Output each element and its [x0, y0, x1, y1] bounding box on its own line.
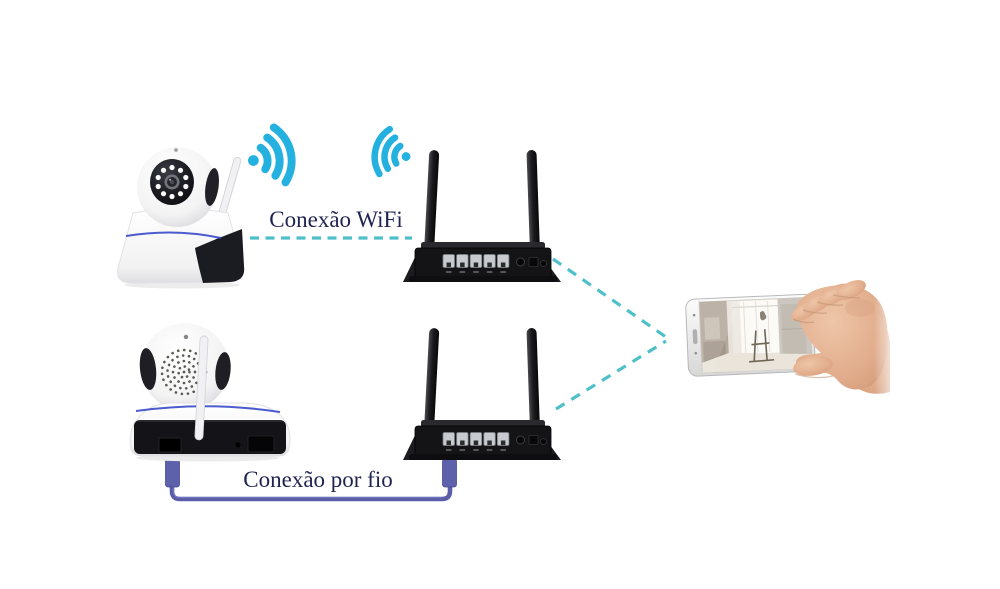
camera-trim-line: [135, 405, 281, 413]
camera-body-dark-wedge: [195, 229, 245, 283]
reset-hole: [235, 442, 241, 448]
thumb: [793, 356, 833, 376]
power-port: [247, 435, 275, 453]
camera-side-slot-right: [215, 352, 231, 390]
finger-creases: [792, 294, 861, 379]
wired-connection-label: Conexão por fio: [243, 467, 392, 492]
ethernet-cable: [169, 484, 453, 502]
screen-room-view: [699, 297, 813, 373]
camera-lens: [164, 174, 180, 190]
chair-silhouette: [749, 329, 775, 363]
ip-camera-rear: [129, 323, 291, 462]
phone-screen: [699, 296, 813, 374]
camera-trim-line: [125, 231, 222, 239]
wifi-router-top: [402, 149, 562, 283]
camera-antenna: [194, 335, 209, 441]
hand-fade: [874, 283, 902, 401]
router-bottom-to-phone-dashed-line: [555, 339, 667, 411]
ethernet-jack: [158, 437, 182, 453]
wifi-router-bottom: [402, 327, 562, 461]
ir-led-ring: [155, 164, 189, 200]
router-top-to-phone-dashed-line: [552, 257, 667, 339]
wifi-signal-router-icon: [370, 127, 415, 180]
wifi-signal-camera-icon: [242, 125, 296, 189]
camera-mic-hole: [183, 334, 189, 340]
earpiece-slot: [692, 329, 698, 345]
camera-light-sensor: [174, 148, 178, 152]
ip-camera-front: [117, 147, 245, 289]
camera-side-slot-left: [139, 348, 157, 390]
knuckle-shading: [845, 299, 875, 317]
camera-side-slot: [205, 168, 219, 206]
sensor-dot: [694, 351, 698, 355]
hand: [791, 280, 902, 401]
front-camera-dot: [692, 313, 696, 317]
wifi-connection-label: Conexão WiFi: [269, 207, 402, 232]
